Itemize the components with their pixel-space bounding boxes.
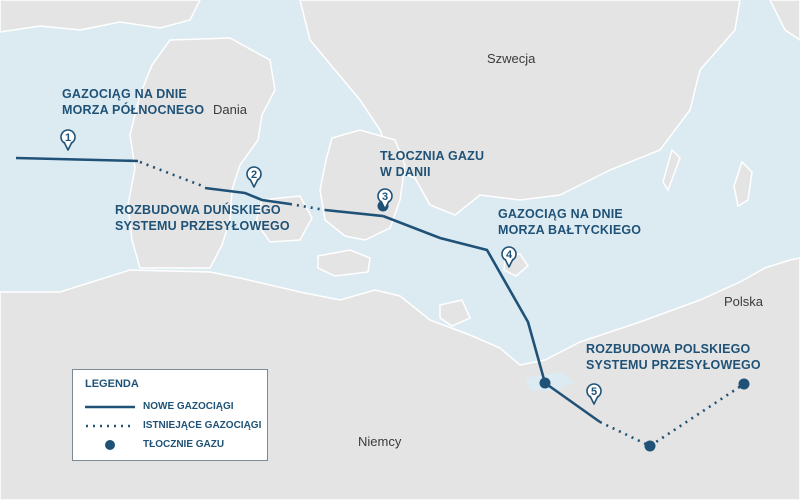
land-lolland xyxy=(317,249,371,277)
marker-number-2: 2 xyxy=(251,169,257,181)
pipeline-north-sea xyxy=(15,156,139,163)
marker-number-3: 3 xyxy=(382,191,388,203)
land-zealand xyxy=(319,129,406,241)
label-baltic-line1: GAZOCIĄG NA DNIE xyxy=(498,207,623,221)
label-north-sea-line2: MORZA PÓŁNOCNEGO xyxy=(62,102,204,117)
marker-number-5: 5 xyxy=(591,386,597,398)
pipeline-zealand xyxy=(324,208,384,218)
land-finland xyxy=(769,0,800,41)
legend-box: LEGENDA NOWE GAZOCIĄGI ISTNIEJĄCE GAZOCI… xyxy=(72,369,268,461)
label-polish-ext-line2: SYSTEMU PRZESYŁOWEGO xyxy=(586,358,761,372)
land-funen xyxy=(255,195,313,243)
pipeline-existing-funen xyxy=(289,202,326,212)
map-pin-icon-4: 4 xyxy=(501,246,517,268)
label-polish-ext-line1: ROZBUDOWA POLSKIEGO xyxy=(586,342,751,356)
country-label-dania: Dania xyxy=(213,102,248,117)
country-label-szwecja: Szwecja xyxy=(487,51,536,66)
legend-dotted-line-icon xyxy=(86,424,135,428)
legend-dot-icon xyxy=(105,440,115,450)
map-pin-icon-1: 1 xyxy=(60,129,76,151)
land-rugen xyxy=(439,299,471,327)
compressor-station-poland-south xyxy=(644,440,656,452)
legend-label-compressor: TŁOCZNIE GAZU xyxy=(143,439,225,450)
legend-solid-line-icon xyxy=(85,405,135,409)
label-north-sea-line1: GAZOCIĄG NA DNIE xyxy=(62,87,187,101)
map-pin-icon-3: 3 xyxy=(377,188,393,210)
legend-row-new: NOWE GAZOCIĄGI xyxy=(85,400,265,414)
legend-label-new: NOWE GAZOCIĄGI xyxy=(143,401,234,412)
map-pin-icon-5: 5 xyxy=(586,383,602,405)
land-norway xyxy=(0,0,201,33)
legend-row-compressor: TŁOCZNIE GAZU xyxy=(85,438,265,452)
land-jutland xyxy=(127,37,276,269)
marker-number-4: 4 xyxy=(506,249,513,261)
pipeline-polish-expansion xyxy=(544,381,601,424)
label-danish-ext-line1: ROZBUDOWA DUŃSKIEGO xyxy=(115,202,281,217)
pipeline-baltic xyxy=(382,214,547,384)
compressor-station-poland-coast xyxy=(539,377,551,389)
legend-row-existing: ISTNIEJĄCE GAZOCIĄGI xyxy=(85,419,265,433)
label-compressor-line1: TŁOCZNIA GAZU xyxy=(380,149,484,163)
country-label-niemcy: Niemcy xyxy=(358,434,402,449)
label-baltic-line2: MORZA BAŁTYCKIEGO xyxy=(498,223,641,237)
marker-number-1: 1 xyxy=(65,132,71,144)
country-label-polska: Polska xyxy=(724,294,764,309)
land-gotland xyxy=(733,160,753,208)
map-pin-icon-2: 2 xyxy=(246,166,262,188)
compressor-station-poland-east xyxy=(738,378,750,390)
label-compressor-line2: W DANII xyxy=(380,165,431,179)
legend-title: LEGENDA xyxy=(85,378,139,390)
land-oland xyxy=(662,148,681,192)
land-sweden xyxy=(299,0,741,216)
legend-label-existing: ISTNIEJĄCE GAZOCIĄGI xyxy=(143,420,262,431)
pipeline-danish-expansion xyxy=(204,186,291,206)
label-danish-ext-line2: SYSTEMU PRZESYŁOWEGO xyxy=(115,219,290,233)
